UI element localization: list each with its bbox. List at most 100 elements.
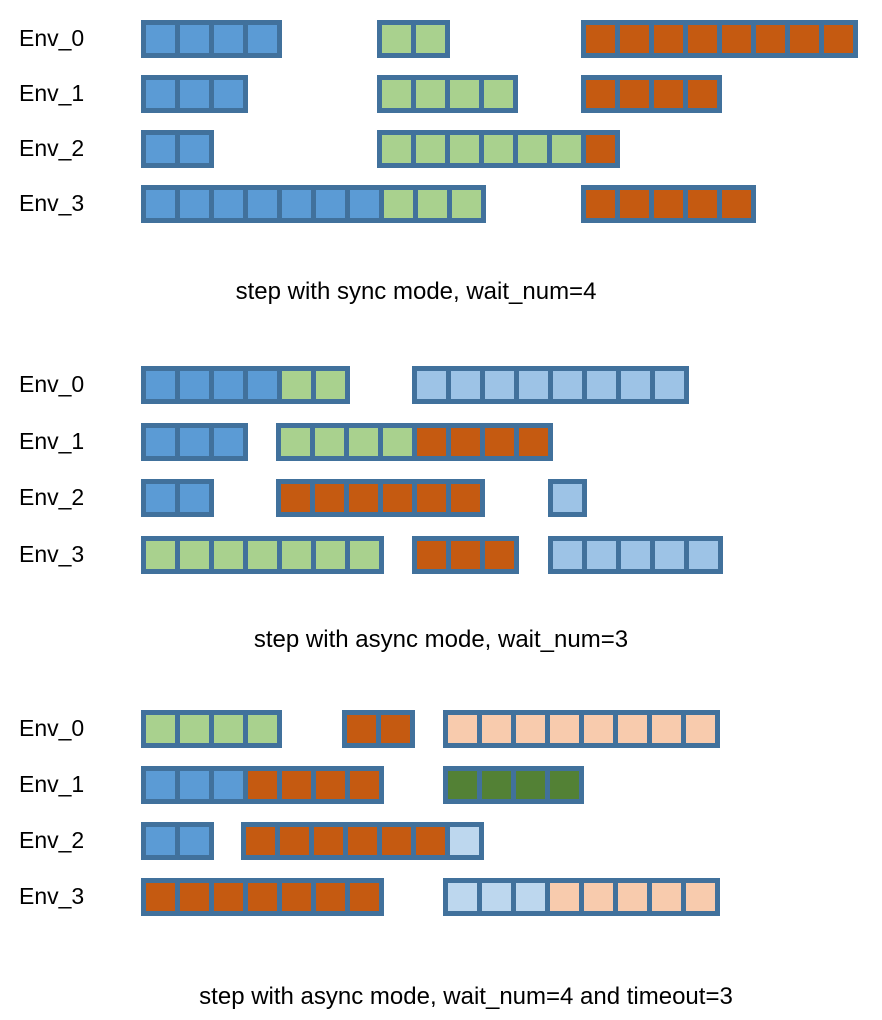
step-block-green (282, 541, 311, 569)
step-block-blue (214, 771, 243, 799)
step-block-green (484, 135, 513, 163)
step-block-blue (180, 827, 209, 855)
env-label: Env_1 (19, 80, 85, 106)
step-block-orange (350, 883, 379, 911)
step-block-darkgreen (516, 771, 545, 799)
step-block-orange (519, 428, 548, 456)
step-block-green (316, 371, 345, 399)
step-bar (443, 766, 584, 804)
step-block-blue (146, 771, 175, 799)
step-block-green (450, 135, 479, 163)
step-block-orange (451, 541, 480, 569)
step-block-peach (448, 715, 477, 743)
step-block-orange (350, 771, 379, 799)
step-bar (412, 536, 519, 574)
step-block-blue (248, 371, 277, 399)
step-bar (141, 20, 282, 58)
step-block-lightblue (621, 371, 650, 399)
env-label: Env_1 (19, 428, 85, 454)
step-block-paleblue (516, 883, 545, 911)
step-block-peach (686, 715, 715, 743)
step-block-darkgreen (482, 771, 511, 799)
step-block-lightblue (587, 371, 616, 399)
step-bar (412, 366, 689, 404)
step-block-blue (146, 80, 175, 108)
step-block-lightblue (553, 484, 582, 512)
step-bar (276, 479, 485, 517)
step-block-blue (146, 25, 175, 53)
step-block-green (146, 715, 175, 743)
step-block-orange (688, 190, 717, 218)
step-bar (141, 878, 384, 916)
step-block-green (416, 135, 445, 163)
panel-caption: step with async mode, wait_num=3 (253, 626, 629, 653)
step-block-orange (315, 484, 344, 512)
step-block-green (484, 80, 513, 108)
step-block-green (316, 541, 345, 569)
env-label: Env_0 (19, 715, 85, 741)
step-block-orange (316, 883, 345, 911)
step-block-blue (350, 190, 379, 218)
step-block-orange (349, 484, 378, 512)
step-block-orange (756, 25, 785, 53)
env-label: Env_3 (19, 883, 85, 909)
step-block-orange (620, 25, 649, 53)
step-block-green (552, 135, 581, 163)
step-bar (141, 766, 384, 804)
step-bar (141, 423, 248, 461)
step-block-orange (282, 771, 311, 799)
step-block-paleblue (450, 827, 479, 855)
step-block-blue (214, 371, 243, 399)
step-block-blue (180, 484, 209, 512)
step-block-peach (686, 883, 715, 911)
step-block-green (382, 80, 411, 108)
step-block-green (418, 190, 447, 218)
step-block-blue (146, 428, 175, 456)
step-block-green (214, 541, 243, 569)
step-block-orange (586, 80, 615, 108)
step-block-lightblue (689, 541, 718, 569)
step-block-green (248, 541, 277, 569)
step-block-orange (688, 80, 717, 108)
step-block-blue (146, 135, 175, 163)
env-label: Env_0 (19, 371, 85, 397)
step-block-peach (482, 715, 511, 743)
step-bar (377, 130, 620, 168)
step-block-darkgreen (448, 771, 477, 799)
step-bar (276, 423, 553, 461)
step-block-green (214, 715, 243, 743)
step-bar (241, 822, 484, 860)
step-block-peach (550, 715, 579, 743)
step-block-paleblue (448, 883, 477, 911)
step-block-green (248, 715, 277, 743)
step-bar (141, 479, 214, 517)
step-block-orange (451, 484, 480, 512)
step-bar (141, 710, 282, 748)
step-block-blue (214, 25, 243, 53)
step-block-blue (248, 190, 277, 218)
panel-caption: step with async mode, wait_num=4 and tim… (199, 983, 733, 1010)
step-block-orange (485, 428, 514, 456)
step-block-lightblue (587, 541, 616, 569)
step-block-blue (146, 827, 175, 855)
step-block-orange (485, 541, 514, 569)
step-block-orange (586, 190, 615, 218)
step-bar (581, 185, 756, 223)
step-block-blue (214, 80, 243, 108)
step-bar (141, 75, 248, 113)
step-block-orange (248, 771, 277, 799)
step-block-orange (417, 541, 446, 569)
step-block-orange (180, 883, 209, 911)
step-bar (443, 710, 720, 748)
step-block-orange (381, 715, 410, 743)
step-bar (141, 130, 214, 168)
step-block-orange (451, 428, 480, 456)
step-block-lightblue (621, 541, 650, 569)
step-block-green (282, 371, 311, 399)
step-block-blue (180, 371, 209, 399)
step-block-green (384, 190, 413, 218)
env-label: Env_2 (19, 135, 85, 161)
step-block-orange (382, 827, 411, 855)
step-block-orange (620, 80, 649, 108)
